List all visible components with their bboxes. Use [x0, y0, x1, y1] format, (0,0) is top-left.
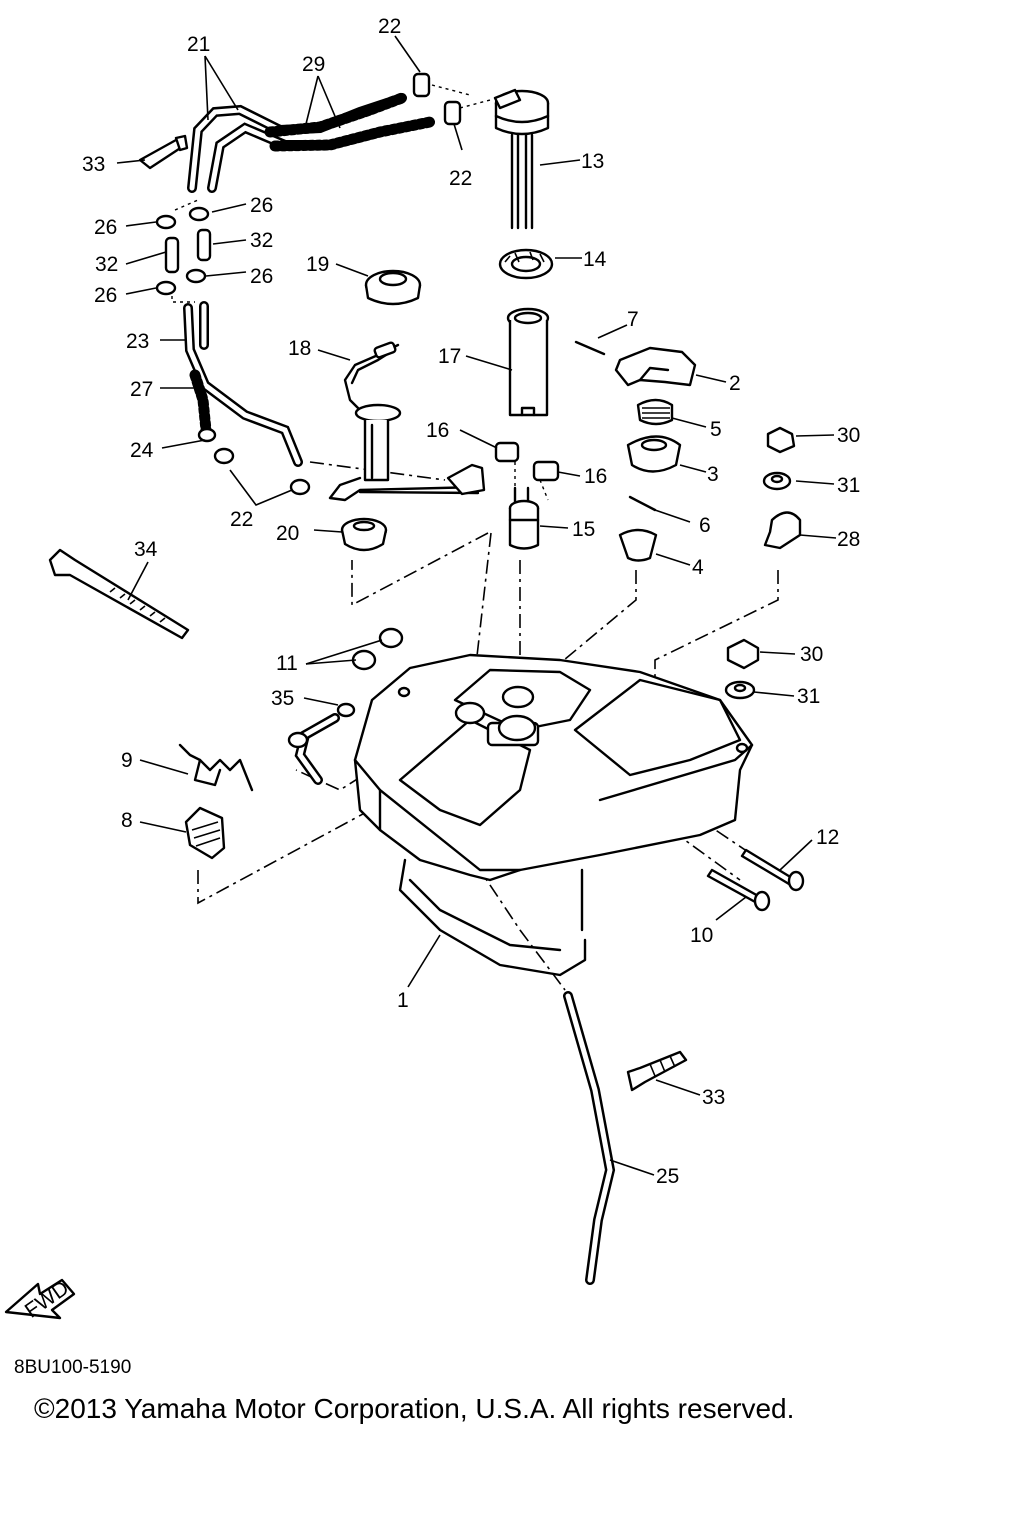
- callout-23: 23: [126, 330, 149, 353]
- clip-lower: [626, 1050, 688, 1092]
- callout-22a: 22: [378, 15, 401, 38]
- callout-28: 28: [837, 528, 860, 551]
- callout-5: 5: [710, 418, 722, 441]
- fuel-tank: [353, 653, 754, 977]
- clamps-16: [494, 441, 560, 482]
- callout-26c: 26: [94, 284, 117, 307]
- clip-upper: [138, 134, 189, 170]
- callout-22c: 22: [230, 508, 253, 531]
- callout-19: 19: [306, 253, 329, 276]
- overflow-hose: [563, 991, 616, 1285]
- callout-16a: 16: [426, 419, 449, 442]
- tank-vent-hose: [287, 702, 356, 785]
- dampers: [178, 627, 404, 860]
- leader-lines: [116, 35, 837, 1176]
- callout-34: 34: [134, 538, 158, 561]
- callout-14: 14: [583, 248, 607, 271]
- copyright-notice: ©2013 Yamaha Motor Corporation, U.S.A. A…: [34, 1393, 795, 1424]
- callout-21: 21: [187, 33, 210, 56]
- callout-22b: 22: [449, 167, 472, 190]
- callout-12: 12: [816, 826, 839, 849]
- callout-7: 7: [627, 308, 639, 331]
- fuel-sender: [328, 341, 486, 502]
- callout-13: 13: [581, 150, 604, 173]
- left-hoses: [183, 301, 303, 467]
- callout-25: 25: [656, 1165, 679, 1188]
- callout-31a: 31: [837, 474, 860, 497]
- callout-20: 20: [276, 522, 299, 545]
- callout-18: 18: [288, 337, 311, 360]
- band: [48, 548, 190, 640]
- callout-30a: 30: [837, 424, 860, 447]
- grommet-19: [364, 269, 422, 306]
- callout-26a: 26: [94, 216, 117, 239]
- hose-clamps: [155, 206, 311, 496]
- diagram-reference-code: 8BU100-5190: [14, 1357, 132, 1378]
- tank-pump-mount: [454, 685, 540, 747]
- callout-8: 8: [121, 809, 133, 832]
- fuel-hoses: [187, 92, 436, 193]
- cap-parts: [574, 340, 697, 562]
- callout-4: 4: [692, 556, 704, 579]
- hardware-right: [724, 426, 802, 700]
- callout-15: 15: [572, 518, 595, 541]
- callout-35: 35: [271, 687, 294, 710]
- callout-10: 10: [690, 924, 713, 947]
- fwd-arrow: FWD: [4, 1276, 76, 1323]
- callout-33b: 33: [702, 1086, 725, 1109]
- callout-32a: 32: [95, 253, 118, 276]
- callout-9: 9: [121, 749, 133, 772]
- o-ring: [498, 248, 554, 280]
- grommet-20: [340, 517, 388, 552]
- callout-32b: 32: [250, 229, 273, 252]
- callout-30b: 30: [800, 643, 823, 666]
- fuel-cock: [493, 88, 550, 230]
- strainer: [506, 307, 550, 417]
- callout-2: 2: [729, 372, 741, 395]
- callout-31b: 31: [797, 685, 820, 708]
- callout-29: 29: [302, 53, 325, 76]
- callout-33a: 33: [82, 153, 105, 176]
- bolts: [706, 848, 805, 912]
- fuel-pump: [508, 486, 540, 550]
- callout-26d: 26: [250, 265, 273, 288]
- callout-16b: 16: [584, 465, 607, 488]
- joints: [164, 228, 212, 274]
- callout-11: 11: [276, 652, 298, 675]
- callout-1: 1: [397, 989, 409, 1012]
- clamps-22-top: [412, 72, 462, 126]
- callout-6: 6: [699, 514, 711, 537]
- callout-26b: 26: [250, 194, 273, 217]
- callout-17: 17: [438, 345, 461, 368]
- callout-27: 27: [130, 378, 153, 401]
- callout-24: 24: [130, 439, 154, 462]
- callout-3: 3: [707, 463, 719, 486]
- callouts: 1 2 3 4 5 6 7 8 9 10 11 12 13 14 15 16 1…: [82, 15, 860, 1188]
